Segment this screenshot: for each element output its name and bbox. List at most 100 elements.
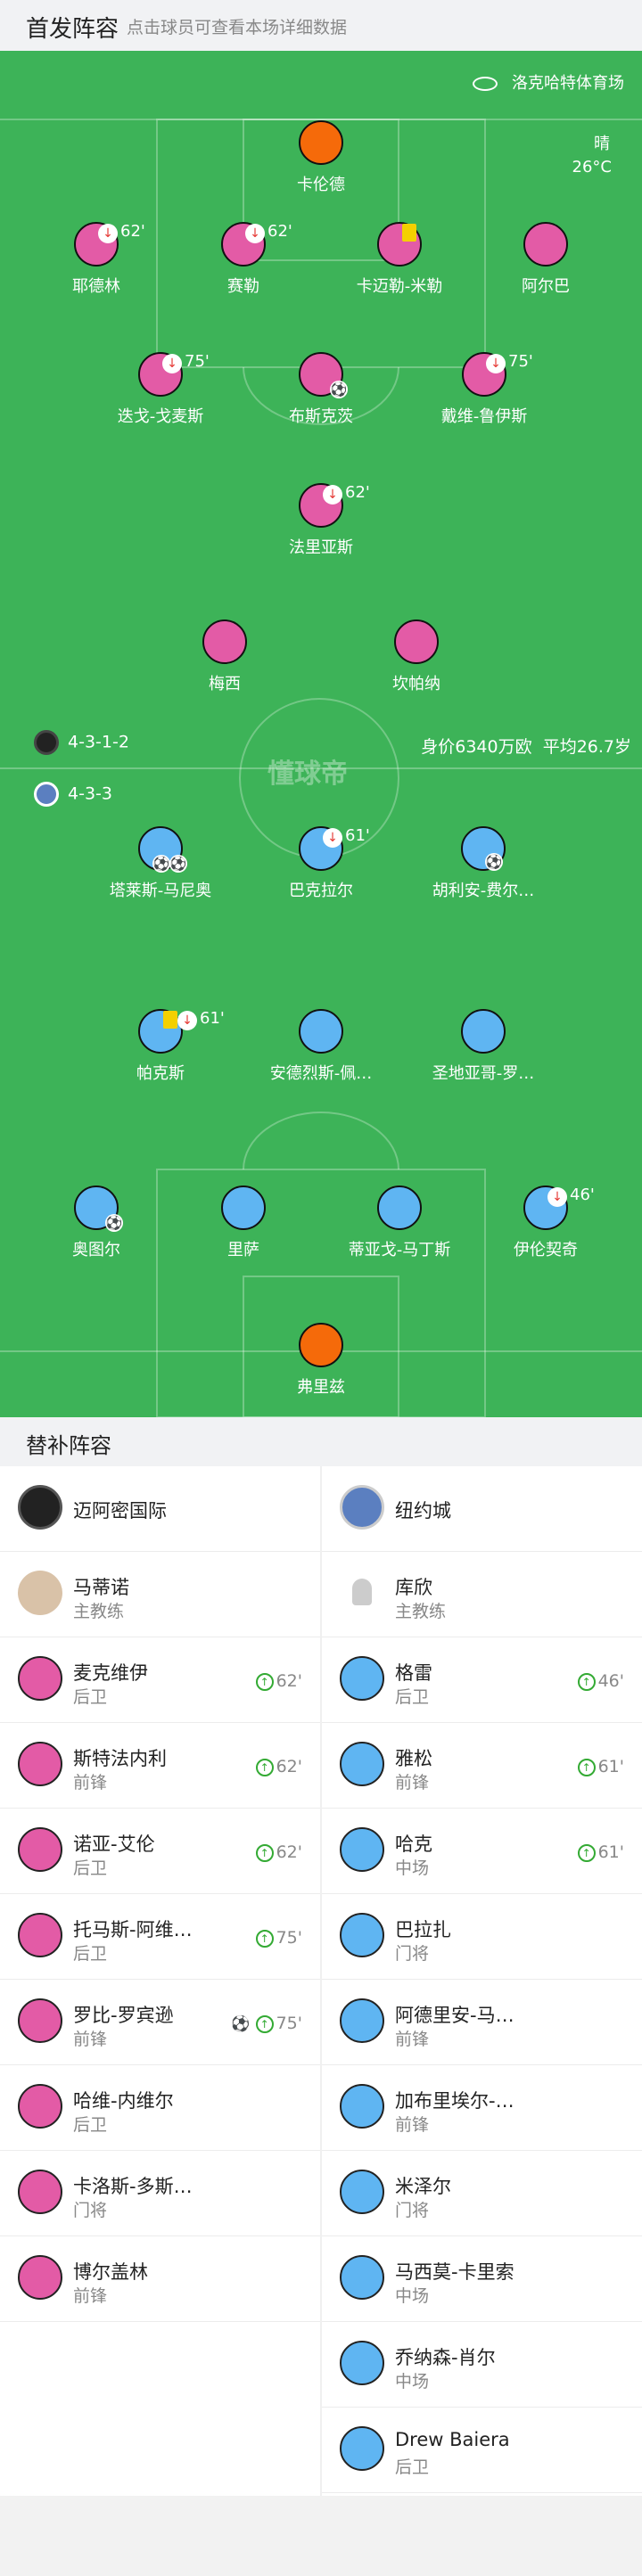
away-sub-row[interactable]: 加布里埃尔-…前锋 xyxy=(322,2065,642,2151)
nycfc-logo-icon xyxy=(340,1485,384,1530)
goal-icon: ⚽ xyxy=(231,2014,251,2033)
home-sub-row[interactable]: 罗比-罗宾逊前锋⚽↑75' xyxy=(0,1980,320,2065)
away-sub-row[interactable]: 马西莫-卡里索中场 xyxy=(322,2236,642,2322)
squad-value: 身价6340万欧 xyxy=(421,737,532,757)
goal-icon: ⚽ xyxy=(485,853,503,871)
sub-name: 巴拉扎 xyxy=(395,1919,451,1940)
player-name: 蒂亚戈-马丁斯 xyxy=(348,1241,451,1259)
coach-name: 马蒂诺 xyxy=(73,1577,129,1598)
sub-in-time: 61' xyxy=(597,1757,624,1776)
player-avatar xyxy=(377,1185,422,1230)
sub-in-icon: ↑ xyxy=(255,2014,274,2033)
player-avatar xyxy=(340,2341,384,2385)
home-sub-row[interactable]: 斯特法内利前锋↑62' xyxy=(0,1723,320,1809)
sub-out-icon: ↓ xyxy=(162,354,182,373)
pitch: 懂球帝 洛克哈特体育场 晴 26°C 4-3-1-2 身价6340万欧 平均26… xyxy=(0,51,642,1417)
home-sub-row[interactable]: 哈维-内维尔后卫 xyxy=(0,2065,320,2151)
sub-name: 阿德里安-马… xyxy=(395,2005,514,2026)
sub-name: 哈维-内维尔 xyxy=(73,2090,174,2112)
home-team-row[interactable]: 迈阿密国际 xyxy=(0,1466,320,1552)
team-value: 身价6340万欧 平均26.7岁 xyxy=(421,734,631,758)
sub-in-status: ↑61' xyxy=(577,1842,624,1862)
home-coach-row[interactable]: 马蒂诺主教练 xyxy=(0,1552,320,1637)
away-sub-row[interactable]: 雅松前锋 ↑61' xyxy=(322,1723,642,1809)
player-name: 坎帕纳 xyxy=(392,675,440,693)
player-name: 卡迈勒-米勒 xyxy=(356,277,443,296)
yellow-card-icon xyxy=(163,1011,177,1029)
sub-in-time: 61' xyxy=(597,1842,624,1862)
watermark: 懂球帝 xyxy=(268,759,348,790)
away-sub-row[interactable]: 米泽尔门将 xyxy=(322,2151,642,2236)
sub-name: Drew Baiera xyxy=(395,2429,510,2450)
sub-out-time: 61' xyxy=(200,1009,225,1028)
player-avatar xyxy=(299,120,343,165)
player-avatar xyxy=(18,2255,62,2300)
player-name: 里萨 xyxy=(227,1241,259,1259)
player-name: 安德烈斯-佩… xyxy=(269,1064,373,1083)
away-sub-row[interactable]: 乔纳森-肖尔中场 xyxy=(322,2322,642,2408)
sub-position: 中场 xyxy=(395,1858,430,1878)
player-avatar xyxy=(18,2170,62,2214)
player-name: 巴克拉尔 xyxy=(289,882,353,900)
sub-in-status: ↑62' xyxy=(255,1757,302,1776)
temperature: 26°C xyxy=(572,158,612,176)
player-avatar xyxy=(299,1323,343,1367)
sub-name: 麦克维伊 xyxy=(73,1662,148,1684)
coach-name: 库欣 xyxy=(395,1577,432,1598)
player-avatar xyxy=(18,1998,62,2043)
sub-position: 中场 xyxy=(395,2286,430,2306)
sub-position: 前锋 xyxy=(73,2030,108,2049)
sub-position: 后卫 xyxy=(395,2457,430,2477)
away-sub-row[interactable]: 哈克中场 ↑61' xyxy=(322,1809,642,1894)
away-sub-row[interactable]: 阿德里安-马…前锋 xyxy=(322,1980,642,2065)
player-avatar xyxy=(340,2426,384,2471)
home-sub-row[interactable]: 诺亚-艾伦后卫↑62' xyxy=(0,1809,320,1894)
player-avatar xyxy=(340,1656,384,1701)
player-name: 胡利安-费尔… xyxy=(432,882,535,900)
person-placeholder-icon xyxy=(352,1579,372,1605)
player-avatar xyxy=(340,2084,384,2129)
away-team-row[interactable]: 纽约城 xyxy=(322,1466,642,1552)
sub-name: 哈克 xyxy=(395,1834,432,1855)
player-avatar xyxy=(202,619,247,664)
player-avatar xyxy=(18,1742,62,1786)
player-name: 圣地亚哥-罗… xyxy=(432,1064,535,1083)
away-coach-row[interactable]: 库欣主教练 xyxy=(322,1552,642,1637)
home-sub-row[interactable]: 麦克维伊后卫↑62' xyxy=(0,1637,320,1723)
player-avatar xyxy=(18,1827,62,1872)
sub-in-time: 62' xyxy=(276,1842,302,1862)
inter-miami-logo-icon xyxy=(34,730,59,755)
home-sub-row[interactable]: 博尔盖林前锋 xyxy=(0,2236,320,2322)
player-name: 梅西 xyxy=(209,675,241,693)
player-name: 奥图尔 xyxy=(72,1241,120,1259)
away-sub-row[interactable]: 格雷后卫↑46' xyxy=(322,1637,642,1723)
sub-out-icon: ↓ xyxy=(486,354,506,373)
sub-in-icon: ↑ xyxy=(255,1843,274,1862)
player-name: 赛勒 xyxy=(227,277,259,296)
player-avatar xyxy=(394,619,439,664)
sub-position: 前锋 xyxy=(395,1773,430,1793)
sub-out-time: 46' xyxy=(570,1185,595,1204)
sub-position: 门将 xyxy=(395,1944,430,1964)
sub-name: 加布里埃尔-… xyxy=(395,2090,514,2112)
sub-name: 雅松 xyxy=(395,1748,432,1769)
coach-role: 主教练 xyxy=(395,1602,447,1621)
sub-in-icon: ↑ xyxy=(255,1758,274,1776)
sub-position: 后卫 xyxy=(73,1687,108,1707)
sub-position: 后卫 xyxy=(73,1944,108,1964)
home-sub-row[interactable]: 卡洛斯-多斯…门将 xyxy=(0,2151,320,2236)
lineup-title: 首发阵容 xyxy=(26,16,119,43)
sub-in-status: ↑75' xyxy=(255,1928,302,1948)
sub-name: 托马斯-阿维… xyxy=(73,1919,193,1940)
sub-in-status: ↑46' xyxy=(577,1671,624,1691)
home-formation-row: 4-3-1-2 xyxy=(34,730,129,755)
lineup-header: 首发阵容 点击球员可查看本场详细数据 xyxy=(0,0,642,51)
away-sub-row[interactable]: Drew Baiera 后卫 xyxy=(322,2408,642,2493)
sub-out-icon: ↓ xyxy=(177,1011,197,1030)
sub-in-icon: ↑ xyxy=(255,1929,274,1948)
home-sub-row[interactable]: 托马斯-阿维… 后卫 ↑75' xyxy=(0,1894,320,1980)
player-name: 布斯克茨 xyxy=(289,407,353,426)
away-sub-row[interactable]: 巴拉扎门将 xyxy=(322,1894,642,1980)
sub-in-status: ↑61' xyxy=(577,1757,624,1776)
sub-in-status: ↑62' xyxy=(255,1842,302,1862)
